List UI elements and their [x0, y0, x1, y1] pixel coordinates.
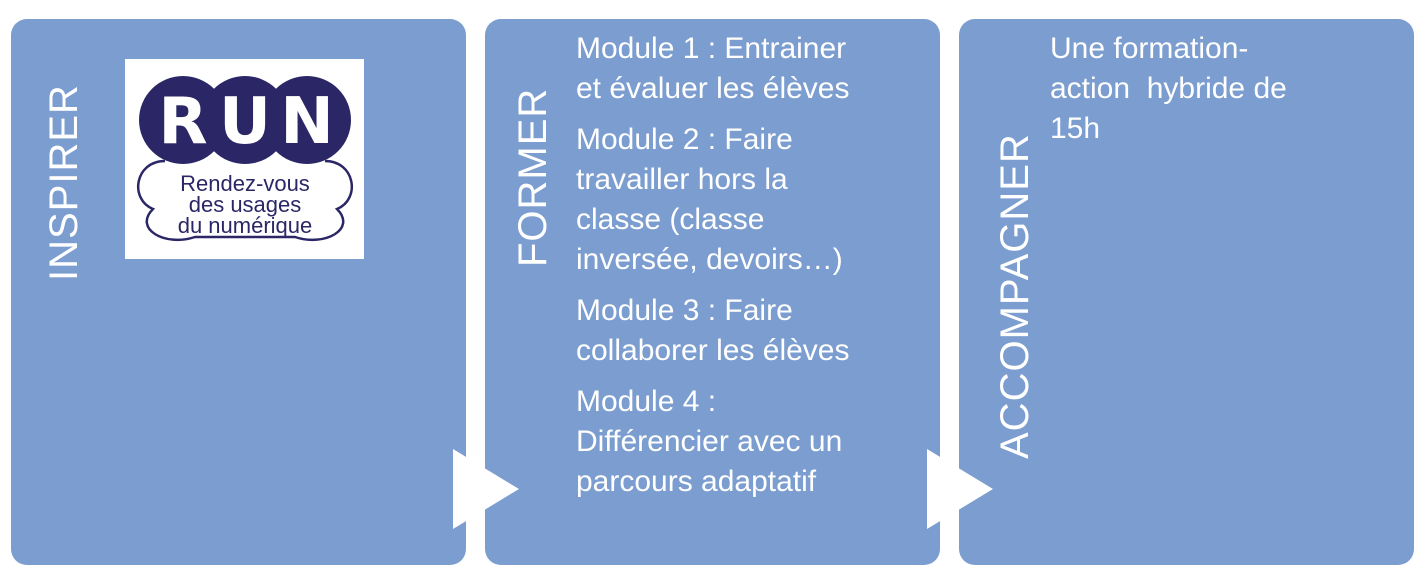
description-line: 15h	[1050, 112, 1101, 145]
run-logo-graphic: R U N Rendez-vous des usages du numériqu…	[136, 76, 354, 242]
logo-letter-r: R	[158, 85, 207, 159]
module-1: Module 1 : Entrainer et évaluer les élève…	[576, 29, 936, 109]
module-line: travailler hors la	[576, 163, 788, 196]
module-line: parcours adaptatif	[576, 465, 817, 498]
logo-letter-n: N	[280, 85, 334, 159]
module-line: Différencier avec un	[576, 425, 843, 458]
run-logo: R U N Rendez-vous des usages du numériqu…	[125, 59, 364, 259]
module-4: Module 4 : Différencier avec un parcours a…	[576, 382, 936, 502]
module-line: et évaluer les élèves	[576, 72, 850, 105]
accompagner-panel: ACCOMPAGNER Une formation-action hybride…	[959, 19, 1414, 565]
module-line: Module 4 :	[576, 385, 717, 418]
description-line: Une formation-	[1050, 32, 1249, 65]
module-line: classe (classe	[576, 203, 765, 236]
logo-tagline-2: des usages	[189, 192, 302, 217]
logo-tagline-1: Rendez-vous	[180, 171, 310, 196]
description-line: action hybride de	[1050, 72, 1287, 105]
former-panel: FORMER Module 1 : Entrainer et évaluer le…	[485, 19, 940, 565]
logo-circle-r	[139, 76, 227, 164]
accompagner-title: ACCOMPAGNER	[993, 133, 1037, 459]
module-line: inversée, devoirs…)	[576, 243, 843, 276]
accompagner-description: Une formation-action hybride de 15h	[1050, 29, 1410, 149]
inspirer-title: INSPIRER	[42, 84, 86, 281]
module-2: Module 2 : Faire travailler hors la classe…	[576, 120, 936, 280]
arrow-right-icon	[927, 449, 993, 529]
module-3: Module 3 : Faire collaborer les élèves	[576, 291, 936, 371]
logo-circle-u	[201, 76, 289, 164]
arrow-right-icon	[453, 449, 519, 529]
logo-letter-u: U	[219, 85, 271, 159]
module-list: Module 1 : Entrainer et évaluer les élève…	[576, 29, 936, 513]
logo-cloud-outline	[136, 159, 354, 242]
logo-circle-n	[263, 76, 351, 164]
module-line: Module 2 : Faire	[576, 123, 793, 156]
module-line: Module 3 : Faire	[576, 294, 793, 327]
module-line: collaborer les élèves	[576, 334, 850, 367]
former-title: FORMER	[511, 87, 555, 267]
module-line: Module 1 : Entrainer	[576, 32, 847, 65]
logo-tagline-3: du numérique	[178, 213, 313, 238]
